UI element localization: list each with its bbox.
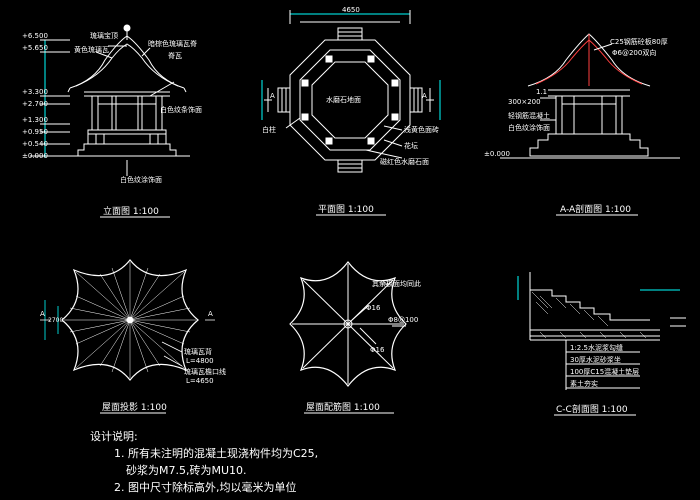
roof-projection-view [40, 259, 215, 381]
level-3300: +3.300 [22, 88, 48, 96]
label-phi16-top: Φ16 [366, 304, 381, 312]
plan-labels: 4650 水磨石地面 浅黄色面砖 花坛 白柱 磁红色水磨石面 A A [262, 6, 439, 166]
label-glazed-top: 琉璃宝顶 [90, 31, 118, 40]
label-white-coating-aa: 白色纹涂饰面 [508, 123, 550, 132]
plan-dim-top: 4650 [342, 6, 360, 14]
plan-title: 平面图 1:100 [318, 204, 374, 215]
label-length-4800: L=4800 [186, 357, 214, 365]
notes-heading: 设计说明: [90, 430, 138, 443]
plan-section-mark-left: A [270, 92, 275, 100]
label-ridge: 脊瓦 [168, 51, 182, 60]
level-0000: ±0.000 [22, 152, 48, 160]
label-light-rc: 轻钢筋混凝土 [508, 111, 550, 120]
section-cc-title: C-C剖面图 1:100 [556, 403, 628, 415]
roof-proj-mark-right: A [208, 310, 213, 318]
label-compacted-soil: 素土夯实 [570, 379, 598, 388]
level-5650: +5.650 [22, 44, 48, 52]
design-notes: 设计说明: 1. 所有未注明的混凝土现浇构件均为C25, 砂浆为M7.5,砖为M… [90, 428, 318, 496]
roof-proj-dim: 2700 [48, 317, 63, 324]
elevation-view [30, 24, 190, 176]
section-aa-title: A-A剖面图 1:100 [560, 203, 631, 215]
note-item-2: 2. 图中尺寸除标高外,均以毫米为单位 [114, 481, 297, 494]
label-yellow-tile: 黄色琉璃瓦 [74, 45, 109, 54]
note-item-1-line-2: 砂浆为M7.5,砖为MU10. [126, 464, 247, 477]
level-2700: +2.700 [22, 100, 48, 108]
label-white-finish: 白色纹条饰面 [160, 105, 202, 114]
label-white-coating: 白色纹涂饰面 [120, 175, 162, 184]
label-red-terrazzo: 磁红色水磨石面 [380, 157, 429, 166]
elevation-levels: +6.500 +5.650 +3.300 +2.700 +1.300 +0.95… [22, 32, 48, 160]
roof-reinforcement-labels: 其余板面均同此 Φ16 Φ8@100 Φ16 [366, 279, 421, 354]
level-6500: +6.500 [22, 32, 48, 40]
level-1300: +1.300 [22, 116, 48, 124]
roof-projection-title: 屋面投影 1:100 [102, 401, 167, 413]
level-0540: +0.540 [22, 140, 48, 148]
section-aa-view [500, 33, 680, 159]
plan-view [261, 10, 441, 173]
label-rebar-spec: Φ6@200双向 [612, 48, 656, 57]
label-c25-slab: C25钢筋砼板80厚 [610, 37, 668, 46]
plan-section-mark-right: A [422, 92, 427, 100]
label-flower-bed: 花坛 [404, 141, 418, 150]
label-eave-line: 琉璃瓦檐口线 [184, 367, 226, 376]
label-length-4650: L=4650 [186, 377, 214, 385]
elevation-title: 立面图 1:100 [103, 205, 159, 217]
label-mortar-bed: 30厚水泥砂浆坐 [570, 355, 621, 364]
section-aa-labels: C25钢筋砼板80厚 Φ6@200双向 1.1 300×200 轻钢筋混凝土 白… [484, 37, 668, 158]
section-cc-labels: 1:2.5水泥浆勾缝 30厚水泥砂浆坐 100厚C15混凝土垫层 素土夯实 [570, 343, 639, 388]
label-ridge-tile: 暗棕色琉璃瓦脊 [148, 39, 197, 48]
section-cc-view [517, 272, 686, 390]
roof-reinforcement-title: 屋面配筋图 1:100 [306, 401, 380, 413]
label-other-slabs: 其余板面均同此 [372, 279, 421, 288]
level-0950: +0.950 [22, 128, 48, 136]
label-phi16-bottom: Φ16 [370, 346, 385, 354]
note-item-1-line-1: 1. 所有未注明的混凝土现浇构件均为C25, [114, 447, 319, 460]
label-terrazzo-floor: 水磨石地面 [326, 95, 361, 104]
label-phi8-100: Φ8@100 [388, 316, 418, 324]
label-concrete-cushion: 100厚C15混凝土垫层 [570, 367, 639, 376]
roof-proj-mark-left: A [40, 310, 45, 318]
label-cement-joint: 1:2.5水泥浆勾缝 [570, 343, 623, 352]
label-beam-size: 300×200 [508, 98, 541, 106]
label-tile-ridge: 琉璃瓦背 [184, 347, 212, 356]
roof-projection-labels: A A 2700 琉璃瓦背 L=4800 琉璃瓦檐口线 L=4650 [40, 310, 226, 385]
level-aa-0000: ±0.000 [484, 150, 510, 158]
roof-reinforcement-view [289, 261, 407, 387]
label-white-column: 白柱 [262, 125, 276, 134]
label-ratio: 1.1 [536, 88, 547, 96]
elevation-labels: 琉璃宝顶 黄色琉璃瓦 暗棕色琉璃瓦脊 脊瓦 白色纹条饰面 白色纹涂饰面 [74, 31, 202, 184]
label-light-yellow-tile: 浅黄色面砖 [404, 125, 439, 134]
